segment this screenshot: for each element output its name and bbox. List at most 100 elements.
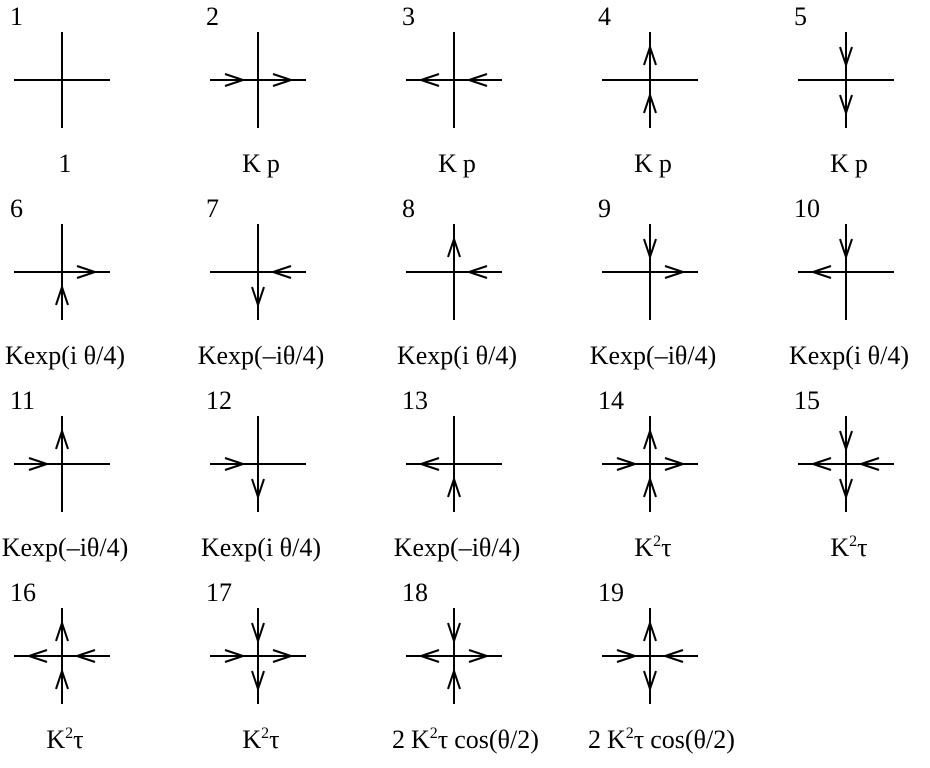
vertex-figure (14, 32, 110, 128)
arrow-left-left (417, 457, 440, 471)
arrow-left-right (224, 457, 247, 471)
vertex-number: 19 (598, 578, 624, 607)
arrow-left-right (616, 457, 639, 471)
weight-one: 1 (58, 149, 72, 178)
arrow-right-right (76, 265, 99, 279)
arrow-top-down (643, 238, 657, 261)
weight-k: K (830, 149, 849, 178)
arrow-top-down (839, 46, 853, 69)
arrow-right-left (465, 265, 488, 279)
weight-two: 2 (588, 725, 601, 754)
vertex-figure (14, 416, 110, 512)
weight-tau: τ (661, 533, 672, 562)
weight-cos: cos(θ/2) (650, 725, 735, 754)
vertex-number: 11 (10, 386, 36, 415)
vertex-figure (798, 416, 894, 512)
vertex-weight: K2τ (784, 533, 914, 563)
arrow-bottom-up (55, 667, 69, 690)
weight-p: p (266, 149, 280, 178)
superscript-2: 2 (625, 725, 634, 742)
vertex-figure (210, 416, 306, 512)
superscript-2: 2 (261, 725, 270, 742)
vertex-weight: Kexp(–iθ/4) (0, 533, 130, 563)
vertex-number: 1 (10, 2, 23, 31)
weight-p: p (854, 149, 868, 178)
vertex-figure (406, 416, 502, 512)
arrow-right-left (269, 265, 292, 279)
arrow-bottom-up (55, 283, 69, 306)
vertex-figure (602, 608, 698, 704)
weight-k: K (438, 149, 457, 178)
arrow-left-left (417, 73, 440, 87)
weight-p: p (658, 149, 672, 178)
arrow-right-right (468, 649, 491, 663)
arrow-right-right (664, 265, 687, 279)
vertex-number: 5 (794, 2, 807, 31)
superscript-2: 2 (429, 725, 438, 742)
weight-k: K (200, 533, 220, 562)
weight-k: K (396, 341, 416, 370)
weight-tau: τ (269, 725, 280, 754)
vertex-weight: Kexp(i θ/4) (392, 341, 522, 371)
weight-exp: exp(i θ/4) (415, 341, 518, 370)
weight-exp: exp(–iθ/4) (216, 341, 325, 370)
vertex-number: 7 (206, 194, 219, 223)
weight-exp: exp(–iθ/4) (412, 533, 521, 562)
arrow-bottom-up (643, 475, 657, 498)
vertex-number: 18 (402, 578, 428, 607)
superscript-2: 2 (653, 533, 662, 550)
weight-exp: exp(i θ/4) (807, 341, 910, 370)
weight-k: K (1, 533, 21, 562)
arrow-bottom-down (251, 286, 265, 309)
vertex-weight: Kexp(–iθ/4) (196, 341, 326, 371)
weight-exp: exp(–iθ/4) (608, 341, 717, 370)
arrow-right-left (73, 649, 96, 663)
vertex-number: 9 (598, 194, 611, 223)
arrow-top-up (55, 427, 69, 450)
weight-two: 2 (392, 725, 405, 754)
weight-k: K (830, 533, 850, 562)
arrow-bottom-down (839, 478, 853, 501)
weight-exp: exp(i θ/4) (219, 533, 322, 562)
vertex-figure (602, 416, 698, 512)
arrow-right-left (465, 73, 488, 87)
weight-k: K (393, 533, 413, 562)
arrow-top-up (643, 619, 657, 642)
arrow-top-down (839, 430, 853, 453)
vertex-figure (14, 608, 110, 704)
arrow-left-left (809, 265, 832, 279)
arrow-bottom-down (839, 94, 853, 117)
vertex-number: 3 (402, 2, 415, 31)
vertex-weight: Kexp(i θ/4) (0, 341, 130, 371)
vertex-number: 4 (598, 2, 611, 31)
vertex-figure (602, 224, 698, 320)
weight-exp: exp(–iθ/4) (20, 533, 129, 562)
arrow-left-right (224, 649, 247, 663)
vertex-weight: Kexp(i θ/4) (784, 341, 914, 371)
vertex-figure (406, 608, 502, 704)
weight-tau: τ (73, 725, 84, 754)
weight-k: K (242, 149, 261, 178)
vertex-figure (406, 32, 502, 128)
arrow-bottom-down (643, 670, 657, 693)
weight-k: K (634, 533, 654, 562)
arrow-bottom-down (251, 478, 265, 501)
weight-tau: τ (437, 725, 449, 754)
weight-k: K (197, 341, 217, 370)
arrow-top-up (447, 235, 461, 258)
